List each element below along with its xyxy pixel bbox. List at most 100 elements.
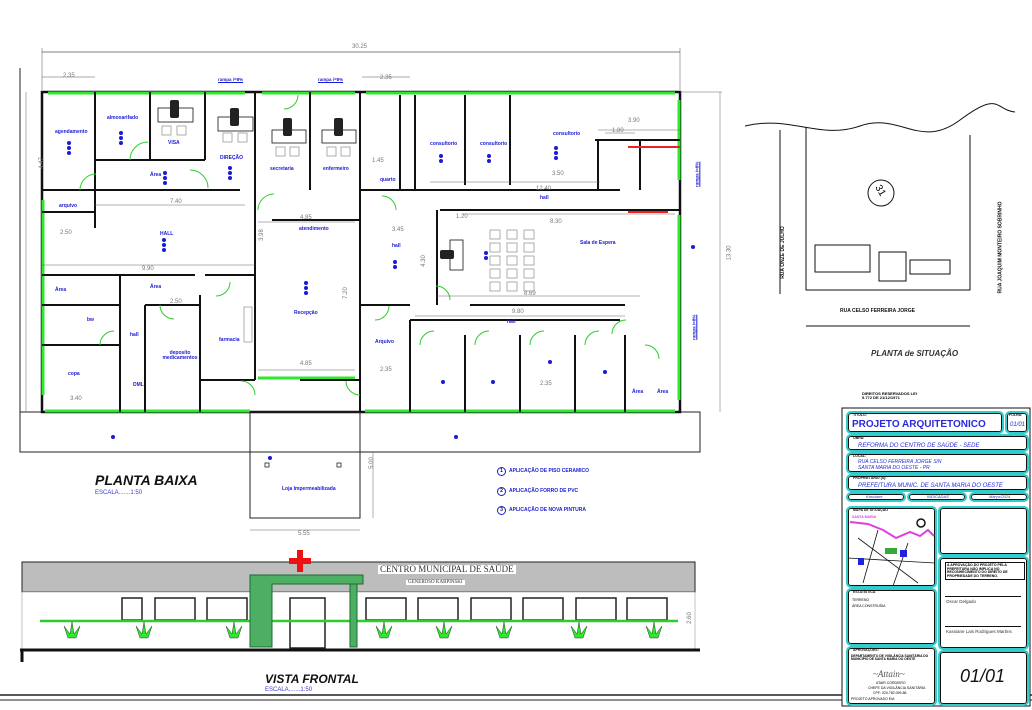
field-label: APROVAÇÕES: — [853, 648, 879, 652]
obra-field: OBRA: REFORMA DO CENTRO DE SAÚDE - SEDE — [846, 434, 1029, 452]
room-label: almoxarifado — [107, 115, 139, 121]
location-map-drawing — [848, 518, 935, 586]
project-title: PROJETO ARQUITETONICO — [852, 419, 986, 430]
dimension-label: 3.90 — [628, 118, 640, 124]
room-label: consultorio — [430, 141, 458, 147]
sheet-field: FOLHA: 01/01 — [1005, 411, 1029, 434]
local-line: SANTA MARIA DO OESTE - PR — [858, 465, 930, 471]
dimension-label: 2.35 — [380, 367, 392, 373]
local-line: RUA CELSO FERREIRA JORGE S/N — [858, 459, 942, 465]
dimension-label: 30.25 — [352, 44, 368, 50]
plan-title: PLANTA BAIXA — [95, 472, 198, 488]
local-field: LOCAL: RUA CELSO FERREIRA JORGE S/N SANT… — [846, 452, 1029, 474]
title-field: TÍTULO: PROJETO ARQUITETONICO — [846, 411, 1004, 434]
field-label: OBRA: — [853, 436, 865, 440]
street-label: RUA CELSO FERREIRA JORGE — [840, 308, 915, 314]
location-map: MAPA DE SITUAÇÃO SANTA MARIA — [846, 506, 937, 588]
dimension-label: 2.50 — [60, 230, 72, 236]
dimension-label: 4.85 — [300, 215, 312, 221]
dimension-label: 2.60 — [686, 612, 693, 624]
signatures-field: A APROVAÇÃO DO PROJETO PELA PREFEITURA N… — [938, 556, 1029, 650]
room-label: Área — [632, 389, 644, 395]
room-label: hall — [392, 243, 401, 249]
dimension-label: 3.45 — [392, 227, 404, 233]
room-label: HALL — [160, 231, 174, 237]
area-label: ÁREA CONSTRUÍDA — [852, 604, 886, 608]
dimension-label: 9.80 — [512, 309, 524, 315]
room-label: enfermeiro — [323, 166, 349, 172]
room-label: consultorio — [553, 131, 581, 137]
legend-text: APLICAÇÃO FORRO DE PVC — [509, 488, 579, 494]
legend-number: 1 — [497, 467, 506, 476]
legend-number: 3 — [497, 506, 506, 515]
scale-value: INDICADAS — [927, 494, 949, 499]
dimension-label: 7.20 — [342, 287, 349, 299]
room-label: Área — [657, 389, 669, 395]
dimension-label: 5.55 — [298, 531, 310, 537]
dimension-label: 4.85 — [300, 361, 312, 367]
drawn-by-field: Kassiane — [846, 492, 906, 502]
scale-field: INDICADAS — [907, 492, 967, 502]
approval-notice: A APROVAÇÃO DO PROJETO PELA PREFEITURA N… — [945, 562, 1025, 580]
date-value: Março/2024 — [989, 494, 1011, 499]
owner-value: PREFEITURA MUNIC. DE SANTA MARIA DO OEST… — [858, 483, 1003, 489]
room-label: bw — [87, 317, 94, 323]
approvals-field: APROVAÇÕES: DEPARTAMENTO DE VIGILÂNCIA S… — [846, 646, 937, 706]
room-label: deposito medicamentos — [162, 350, 198, 361]
field-label: FOLHA: — [1009, 413, 1023, 417]
field-label: PROPRIETÁRIO (S): — [853, 476, 887, 480]
terreno-label: TERRENO — [852, 598, 870, 602]
street-label: RUA JOAQUIM MONTEIRO SOBRINHO — [997, 201, 1004, 294]
dimension-label: 2.50 — [170, 299, 182, 305]
room-label: Arquivo — [375, 339, 394, 345]
dimension-label: 2.35 — [380, 75, 392, 81]
field-label: TÍTULO: — [853, 413, 867, 417]
room-label: quarto — [380, 177, 396, 183]
field-label: ESTATÍSTICA — [853, 590, 876, 594]
dimension-label: 3.50 — [552, 171, 564, 177]
room-label: farmacia — [219, 337, 240, 343]
ramp-label: rampa i=8% — [694, 161, 700, 187]
dimension-label: 12.40 — [536, 186, 552, 192]
dimension-label: 4.30 — [420, 255, 427, 267]
facade-subsign: GENEROSO KARPINSKI — [406, 580, 465, 585]
room-label: Área — [150, 284, 162, 290]
approver-name: ATAIR CORDEIRO — [876, 681, 906, 685]
dimension-label: 1.45 — [372, 158, 384, 164]
approver-role: CHEFE DA VIGILÂNCIA SANITÁRIA — [868, 686, 926, 690]
sheet-big-field: 01/01 — [938, 650, 1029, 706]
field-label: MAPA DE SITUAÇÃO — [853, 508, 888, 512]
owner-field: PROPRIETÁRIO (S): PREFEITURA MUNIC. DE S… — [846, 474, 1029, 492]
field-label: LOCAL: — [853, 454, 867, 458]
approvals-dept: DEPARTAMENTO DE VIGILÂNCIA SANITÁRIA DO … — [851, 654, 929, 662]
legend-text: APLICAÇÃO DE PISO CERAMICO — [509, 468, 590, 474]
elevation-title: VISTA FRONTAL — [265, 672, 359, 686]
sheet-number: 01/01 — [1010, 422, 1026, 428]
room-label: DML — [133, 382, 144, 388]
legend-number: 2 — [497, 487, 506, 496]
facade-sign: CENTRO MUNICIPAL DE SAÚDE — [378, 564, 516, 574]
room-label: Área — [150, 172, 162, 178]
situation-title: PLANTA de SITUAÇÃO — [871, 349, 959, 358]
owner-signature-name: Oscar Delgado — [946, 599, 977, 604]
room-label: hall — [507, 319, 516, 325]
dimension-label: 3.98 — [258, 229, 265, 241]
blank-field — [938, 506, 1029, 556]
dimension-label: 3.40 — [70, 396, 82, 402]
statistics-field: ESTATÍSTICA TERRENO ÁREA CONSTRUÍDA — [846, 588, 937, 646]
room-label: DIREÇÃO — [220, 155, 244, 161]
ramp-label: rampa i=8% — [318, 77, 344, 82]
dimension-label: 8.69 — [524, 291, 536, 297]
room-label: copa — [68, 371, 80, 377]
dimension-label: 7.40 — [170, 199, 182, 205]
dimension-label: 13.30 — [726, 245, 733, 261]
dimension-label: 1.20 — [456, 214, 468, 220]
plan-scale: ESCALA.......1:50 — [95, 490, 143, 496]
room-label: arquivo — [59, 203, 78, 209]
room-label: atendimento — [299, 226, 329, 232]
signature-scribble: ~Attain~ — [873, 669, 905, 679]
approver-cpf: CPF: 020.782.099-86 — [873, 691, 907, 695]
room-label: consultorio — [480, 141, 508, 147]
